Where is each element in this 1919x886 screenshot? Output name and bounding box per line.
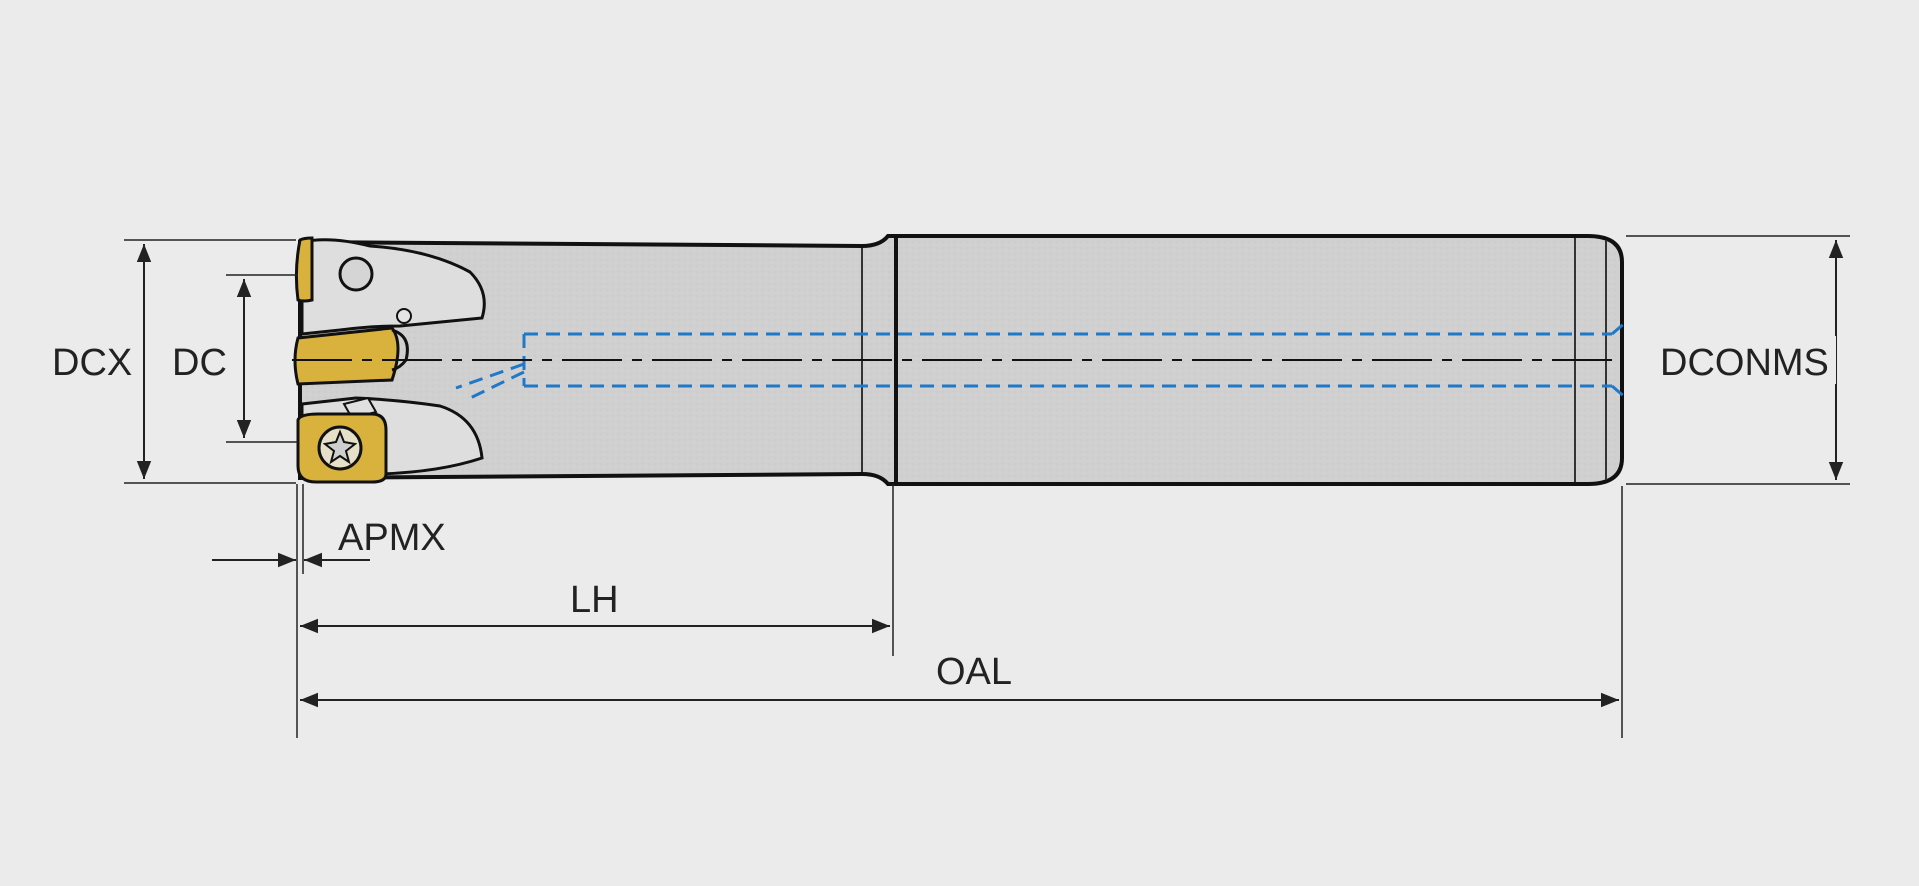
dconms-label: DCONMS [1660,342,1829,384]
lh-label: LH [570,579,619,621]
apmx-label: APMX [338,517,446,559]
coolant-channel [455,320,1627,402]
dcx-label-bg [44,336,134,384]
tool-shank [894,234,1624,486]
coolant-outlet-2 [465,370,525,402]
insert-upper-corner [294,236,314,303]
torx-screw-head-icon [322,429,358,465]
coolant-outlet-1 [455,362,525,390]
coolant-inlet-lower [1611,384,1627,400]
dc-label: DC [172,342,227,384]
coolant-hole-icon [338,256,374,292]
dconms-label-bg [1650,336,1836,384]
coolant-inlet-upper [1611,320,1627,336]
insert-middle [293,326,400,386]
small-hole-icon [396,308,412,324]
oal-label: OAL [936,651,1012,693]
extension-lines [124,235,1850,738]
dimension-labels: DCX DC DCONMS APMX LH OAL [44,336,1836,693]
dcx-label: DCX [52,342,132,384]
dc-label-bg [166,336,228,384]
